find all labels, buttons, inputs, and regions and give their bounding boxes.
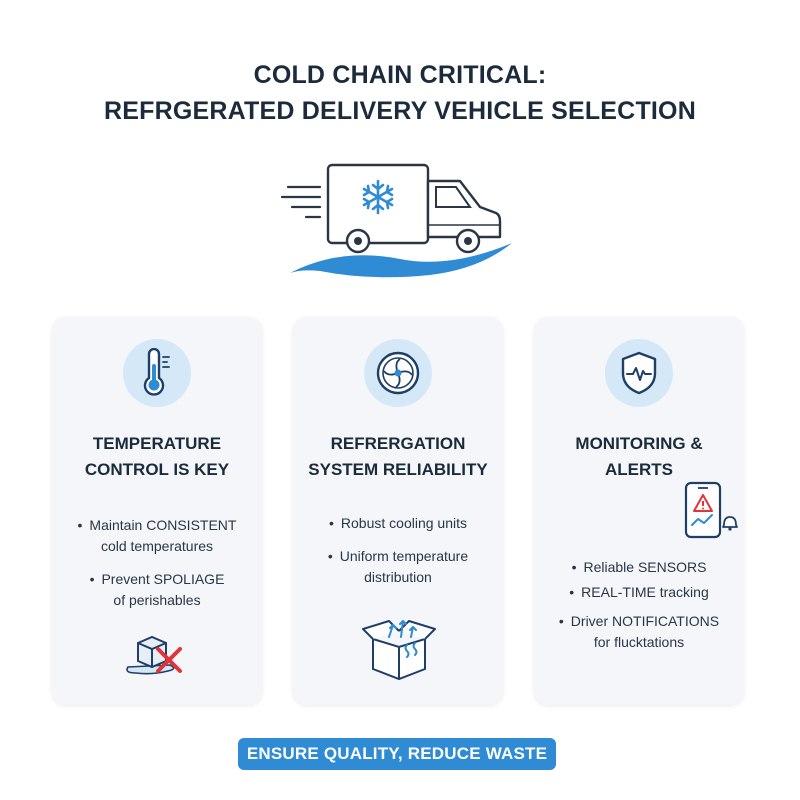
temperature-control-card: TEMPERATURE CONTROL IS KEY Maintain CONS…	[52, 317, 262, 705]
bullet-line-2: of perishables	[113, 592, 201, 608]
refrigeration-reliability-card: REFRERGATION SYSTEM RELIABILITY Robust c…	[293, 317, 503, 705]
page-title-line-2: REFRGERATED DELIVERY VEHICLE SELECTION	[104, 97, 696, 125]
bullet-list: Maintain CONSISTENT cold temperatures Pr…	[52, 515, 262, 623]
list-item: Maintain CONSISTENT cold temperatures	[52, 515, 262, 557]
bullet-line-2: cold temperatures	[100, 538, 214, 554]
bullet-line-1: Uniform temperature	[293, 546, 503, 567]
list-item: Prevent SPOLIAGE of perishables	[52, 569, 262, 611]
bullet-line-1: REAL-TIME tracking	[534, 582, 744, 603]
list-item: Reliable SENSORS	[534, 557, 744, 578]
cold-box-icon	[362, 619, 436, 681]
bullet-line-2: distribution	[364, 569, 432, 585]
card-title: REFRERGATION SYSTEM RELIABILITY	[293, 431, 503, 483]
list-item: REAL-TIME tracking	[534, 582, 744, 603]
list-item: Uniform temperature distribution	[293, 546, 503, 588]
page-title: COLD CHAIN CRITICAL: REFRGERATED DELIVER…	[0, 58, 800, 128]
card-title-line-1: MONITORING &	[575, 434, 703, 453]
phone-alert-icon	[684, 481, 738, 539]
bullet-line-2: for flucktations	[593, 634, 685, 650]
bullet-list: Robust cooling units Uniform temperature…	[293, 513, 503, 600]
list-item: Driver NOTIFICATIONS for flucktations	[534, 611, 744, 653]
shield-pulse-icon	[605, 339, 673, 407]
bullet-line-1: Prevent SPOLIAGE	[52, 569, 262, 590]
bullet-list: Reliable SENSORS REAL-TIME tracking Driv…	[534, 557, 744, 657]
page-title-line-1: COLD CHAIN CRITICAL:	[253, 61, 547, 89]
card-title-line-1: REFRERGATION	[330, 434, 466, 453]
melting-ice-cross-icon	[126, 635, 182, 675]
fan-icon	[364, 339, 432, 407]
card-title: TEMPERATURE CONTROL IS KEY	[52, 431, 262, 483]
list-item: Robust cooling units	[293, 513, 503, 534]
bullet-line-1: Reliable SENSORS	[534, 557, 744, 578]
card-title-line-2: SYSTEM RELIABILITY	[308, 460, 488, 479]
thermometer-icon	[123, 339, 191, 407]
monitoring-alerts-card: MONITORING & ALERTS Reliable SENSORS REA…	[534, 317, 744, 705]
card-title-line-2: CONTROL IS KEY	[84, 460, 230, 479]
summary-banner: ENSURE QUALITY, REDUCE WASTE	[238, 738, 556, 770]
card-title-line-2: ALERTS	[605, 460, 673, 479]
refrigerated-truck-icon	[280, 163, 512, 278]
card-title-line-1: TEMPERATURE	[92, 434, 222, 453]
bullet-line-1: Driver NOTIFICATIONS	[534, 611, 744, 632]
card-title: MONITORING & ALERTS	[534, 431, 744, 483]
bullet-line-1: Maintain CONSISTENT	[52, 515, 262, 536]
bullet-line-1: Robust cooling units	[293, 513, 503, 534]
